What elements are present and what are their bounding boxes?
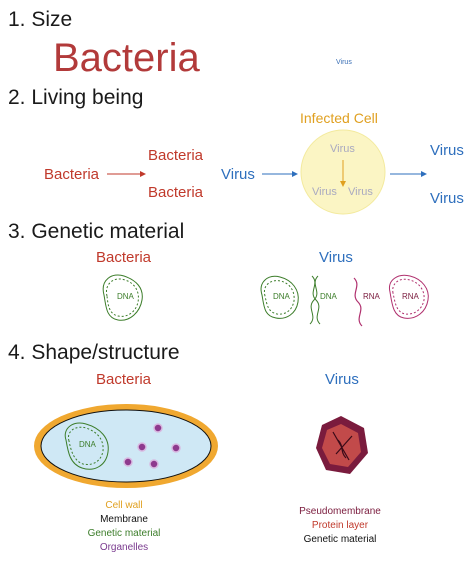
bacteria-source-label: Bacteria bbox=[44, 166, 100, 183]
bacteria-division-arrow bbox=[107, 171, 146, 177]
organelle bbox=[153, 423, 163, 433]
legend-organelles: Organelles bbox=[99, 542, 149, 553]
virus-source-label: Virus bbox=[221, 166, 255, 183]
organelle bbox=[137, 442, 147, 452]
virus-rna-circle-label: RNA bbox=[402, 292, 419, 301]
legend-protein-layer: Protein layer bbox=[311, 520, 369, 531]
legend-membrane: Membrane bbox=[100, 514, 148, 525]
bacteria-circular-dna-icon bbox=[102, 274, 143, 321]
bacteria-shape-title: Bacteria bbox=[96, 371, 152, 388]
legend-virus-genetic-material: Genetic material bbox=[303, 534, 377, 545]
organelle-dots bbox=[123, 423, 181, 469]
heading-shape-structure: 4. Shape/structure bbox=[8, 341, 180, 364]
organelle bbox=[149, 459, 159, 469]
cell-dna-icon bbox=[64, 422, 109, 470]
virus-linear-rna-icon bbox=[353, 277, 363, 327]
virus-genetic-material-icon bbox=[332, 431, 353, 461]
legend-genetic-material: Genetic material bbox=[87, 528, 161, 539]
legend-pseudomembrane: Pseudomembrane bbox=[299, 506, 381, 517]
organelle bbox=[171, 443, 181, 453]
heading-living-being: 2. Living being bbox=[8, 86, 144, 109]
virus-circular-dna-icon bbox=[260, 275, 299, 319]
virus-shape-title: Virus bbox=[325, 371, 359, 388]
heading-genetic-material: 3. Genetic material bbox=[8, 220, 185, 243]
cell-virus-label: Virus bbox=[348, 186, 373, 198]
organelle bbox=[123, 457, 133, 467]
virus-rna-linear-label: RNA bbox=[363, 292, 380, 301]
infected-cell-title: Infected Cell bbox=[300, 110, 378, 126]
virus-circular-rna-icon bbox=[389, 274, 429, 319]
virus-offspring-label: Virus bbox=[430, 190, 464, 207]
heading-size: 1. Size bbox=[8, 8, 73, 31]
cell-virus-label: Virus bbox=[330, 143, 355, 155]
legend-cell-wall: Cell wall bbox=[105, 500, 143, 511]
bacteria-genetic-title: Bacteria bbox=[96, 249, 152, 266]
virus-enter-arrow bbox=[262, 171, 298, 177]
virus-release-arrow bbox=[390, 171, 427, 177]
virus-particle-diagram bbox=[316, 416, 368, 474]
virus-offspring-label: Virus bbox=[430, 142, 464, 159]
cell-membrane-shape bbox=[40, 409, 212, 483]
bacterium-cell-diagram bbox=[34, 404, 218, 488]
virus-size-label: Virus bbox=[336, 59, 352, 66]
cell-virus-label: Virus bbox=[312, 186, 337, 198]
bacteria-legend: Cell wall Membrane Genetic material Orga… bbox=[64, 499, 184, 555]
virus-legend: Pseudomembrane Protein layer Genetic mat… bbox=[280, 505, 400, 547]
bacteria-size-label: Bacteria bbox=[53, 36, 200, 80]
virus-dna-linear-label: DNA bbox=[320, 292, 337, 301]
virus-replication-arrow bbox=[340, 160, 346, 187]
virus-linear-dna-icon bbox=[309, 275, 321, 325]
virus-genetic-title: Virus bbox=[319, 249, 353, 266]
virus-dna-circle-label: DNA bbox=[273, 292, 290, 301]
cell-dna-label: DNA bbox=[79, 440, 96, 449]
bacteria-dna-label: DNA bbox=[117, 292, 134, 301]
bacteria-offspring-label: Bacteria bbox=[148, 147, 204, 164]
bacteria-offspring-label: Bacteria bbox=[148, 184, 204, 201]
